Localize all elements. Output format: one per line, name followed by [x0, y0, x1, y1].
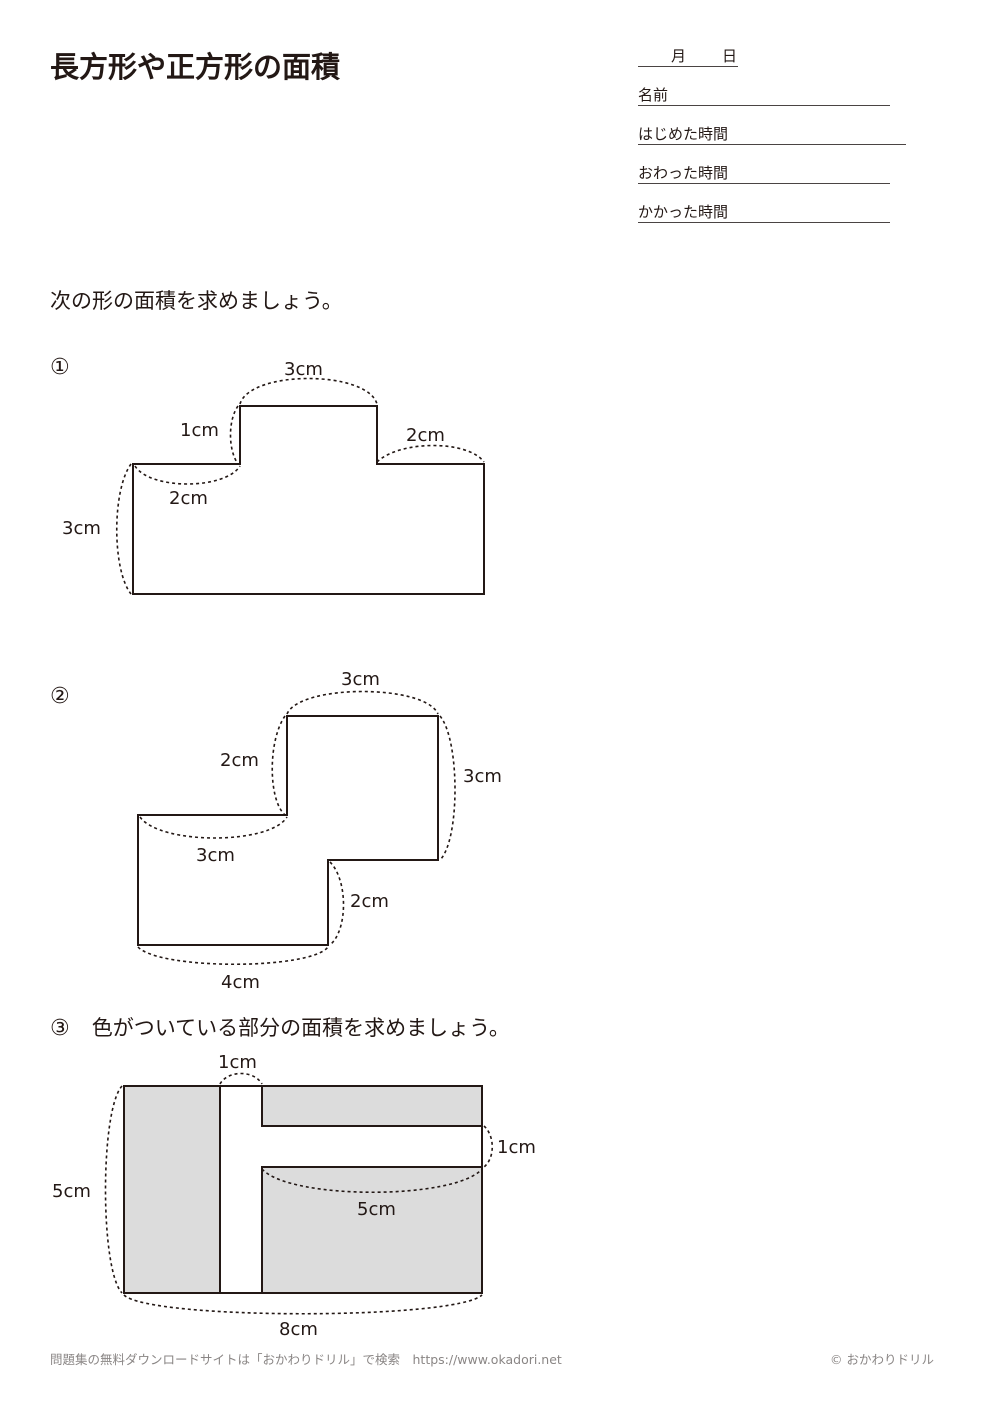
arc-bottom: [137, 946, 329, 965]
problem-3-heading: ③ 色がついている部分の面積を求めましょう。: [50, 1012, 510, 1042]
problem-3-number: ③: [50, 1016, 70, 1041]
problem-2-dimension-arcs: [137, 690, 456, 965]
problem-3-vertical-strip: [220, 1086, 262, 1293]
strip-right-edge: [261, 1086, 482, 1127]
name-field[interactable]: 名前: [638, 86, 890, 106]
day-label: 日: [722, 47, 738, 65]
p3-label-strip-width: 1cm: [218, 1052, 257, 1073]
arc-middle-left: [139, 816, 288, 839]
problem-1-shape: [132, 405, 485, 595]
arc-right-top: [376, 444, 485, 463]
instruction: 次の形の面積を求めましょう。: [50, 289, 343, 313]
problem-3-shaded-area: [124, 1086, 482, 1293]
arc-left-top: [134, 465, 241, 485]
problem-3-outline: [123, 1085, 483, 1294]
p3-label-inner-width: 5cm: [357, 1199, 396, 1220]
end-time-field[interactable]: おわった時間: [638, 164, 890, 184]
start-time-field[interactable]: はじめた時間: [638, 125, 906, 145]
arc-top: [239, 377, 378, 405]
date-field[interactable]: 月 日: [638, 47, 738, 67]
problem-1-dimension-arcs: [115, 377, 485, 595]
p2-label-top: 3cm: [341, 669, 380, 690]
problem-2-shape: [137, 715, 439, 946]
p1-label-right-top: 2cm: [406, 425, 445, 446]
arc-top: [286, 690, 439, 715]
arc-lower-right: [329, 861, 345, 946]
problem-2-figure: [137, 690, 456, 965]
p1-label-top: 3cm: [284, 359, 323, 380]
end-time-label: おわった時間: [638, 164, 729, 182]
p3-label-strip-height: 1cm: [497, 1137, 536, 1158]
p2-label-middle-left: 3cm: [196, 845, 235, 866]
arc-left-step: [229, 405, 239, 465]
name-label: 名前: [638, 86, 669, 104]
problem-3-text: 色がついている部分の面積を求めましょう。: [91, 1016, 510, 1040]
problem-1-number: ①: [50, 355, 70, 380]
p3-label-height: 5cm: [52, 1181, 91, 1202]
problem-2-number: ②: [50, 684, 70, 709]
p2-label-bottom: 4cm: [221, 972, 260, 993]
arc-left-height: [115, 463, 132, 595]
start-time-label: はじめた時間: [638, 125, 729, 143]
p3-label-width: 8cm: [279, 1319, 318, 1340]
footer-site-note: 問題集の無料ダウンロードサイトは「おかわりドリル」で検索 https://www…: [50, 1352, 562, 1367]
problem-1-figure: [115, 377, 485, 595]
elapsed-time-label: かかった時間: [638, 203, 729, 221]
arc-right: [439, 715, 456, 861]
p1-label-left-top: 2cm: [169, 488, 208, 509]
p2-label-right: 3cm: [463, 766, 502, 787]
month-label: 月: [671, 47, 687, 65]
arc-height: [104, 1085, 123, 1294]
problem-3-dimension-arcs: [104, 1072, 494, 1315]
arc-strip-height: [483, 1125, 494, 1168]
footer-copyright: © おかわりドリル: [830, 1352, 934, 1367]
arc-width: [123, 1294, 483, 1315]
p2-label-lower-right: 2cm: [350, 891, 389, 912]
arc-upper-left: [271, 715, 286, 816]
p1-label-left-step: 1cm: [180, 420, 219, 441]
arc-inner-width: [261, 1168, 483, 1194]
strip-lower-edge: [261, 1166, 482, 1293]
problem-3-horizontal-strip: [262, 1126, 482, 1167]
p2-label-upper-left: 2cm: [220, 750, 259, 771]
page-title: 長方形や正方形の面積: [50, 50, 341, 84]
elapsed-time-field[interactable]: かかった時間: [638, 203, 890, 223]
problem-3-figure: [104, 1072, 494, 1315]
p1-label-left-height: 3cm: [62, 518, 101, 539]
arc-strip-width: [219, 1072, 263, 1085]
